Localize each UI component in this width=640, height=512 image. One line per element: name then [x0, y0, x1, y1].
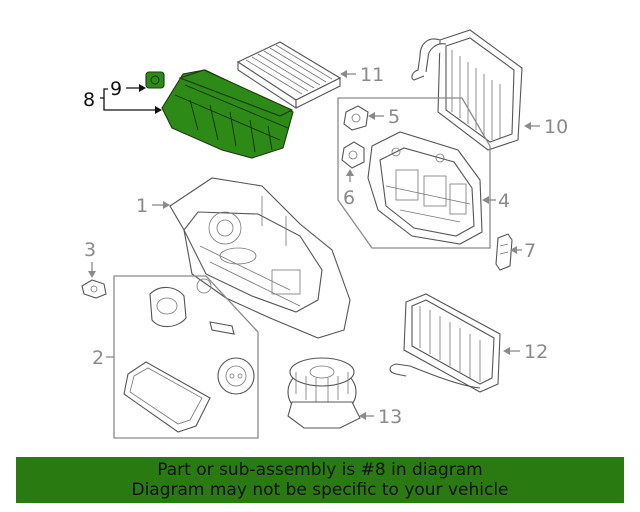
part-4-housing[interactable] [367, 131, 483, 245]
callout-11: 11 [360, 64, 384, 86]
callout-8: 8 [83, 89, 95, 111]
callout-12: 12 [524, 341, 548, 363]
part-7-sensor[interactable] [495, 233, 513, 271]
callout-1: 1 [136, 195, 148, 217]
part-1-main-housing[interactable] [169, 177, 351, 339]
part-12-heater-core[interactable] [389, 293, 501, 393]
part-13-blower-motor[interactable] [287, 357, 361, 429]
callout-7: 7 [524, 240, 536, 262]
banner-line-2: Diagram may not be specific to your vehi… [131, 480, 509, 500]
callout-2: 2 [92, 347, 104, 369]
callout-5: 5 [388, 106, 400, 128]
part-9-actuator[interactable] [145, 71, 165, 89]
callout-10: 10 [544, 116, 568, 138]
part-6-actuator[interactable] [341, 141, 365, 169]
callout-13: 13 [378, 406, 402, 428]
leader-8 [100, 88, 108, 99]
part-11-cabin-filter[interactable] [236, 41, 342, 110]
callout-6: 6 [343, 187, 355, 209]
banner-line-1: Part or sub-assembly is #8 in diagram [157, 460, 483, 480]
part-5-actuator[interactable] [343, 105, 369, 131]
part-8-case-assembly[interactable] [161, 69, 294, 159]
info-banner: Part or sub-assembly is #8 in diagram Di… [16, 457, 624, 503]
part-2-seal-kit[interactable] [123, 286, 255, 433]
part-10-evaporator[interactable] [411, 29, 523, 151]
bracket-4 [337, 97, 491, 249]
callout-9: 9 [110, 78, 122, 100]
callout-3: 3 [84, 239, 96, 261]
bracket-2 [113, 275, 259, 439]
part-3-clip[interactable] [81, 279, 107, 299]
callout-4: 4 [498, 190, 510, 212]
